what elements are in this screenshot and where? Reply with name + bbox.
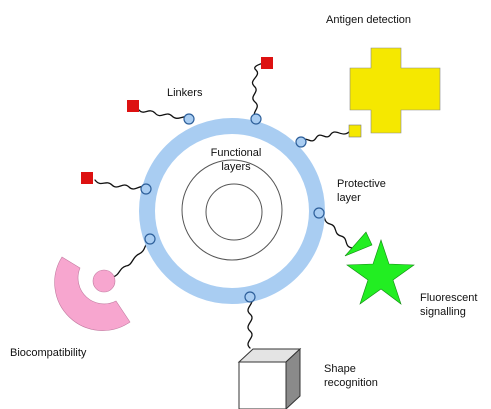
red-square-icon bbox=[127, 100, 139, 112]
red-square-icon bbox=[81, 172, 93, 184]
anchor-point bbox=[140, 183, 152, 195]
anchor-point bbox=[313, 207, 325, 219]
linker-bottom bbox=[247, 296, 253, 349]
functional-layer-inner bbox=[205, 183, 263, 241]
pink-crescent-icon bbox=[54, 256, 131, 331]
functional-layers-label: Functional layers bbox=[201, 146, 271, 174]
fluorescent-line1: Fluorescent bbox=[420, 292, 478, 304]
green-wedge-icon bbox=[344, 231, 373, 257]
anchor-points bbox=[140, 113, 325, 303]
fluorescent-signalling-label: Fluorescent signalling bbox=[420, 291, 477, 319]
yellow-cross-icon bbox=[349, 47, 441, 134]
anchor-point bbox=[244, 291, 256, 303]
anchor-point bbox=[250, 113, 262, 125]
green-star-icon bbox=[346, 239, 415, 305]
functional-layers-line1: Functional bbox=[210, 147, 262, 159]
anchor-point bbox=[144, 233, 156, 245]
linker-right bbox=[300, 131, 350, 143]
linker-left bbox=[94, 179, 147, 190]
protective-layer-label: Protective layer bbox=[337, 177, 386, 205]
shape-line1: Shape bbox=[324, 363, 356, 375]
antigen-detection-label: Antigen detection bbox=[326, 14, 412, 26]
anchor-point bbox=[295, 136, 307, 148]
yellow-square-icon bbox=[348, 124, 362, 138]
red-square-icon bbox=[261, 57, 273, 69]
functional-layers-line2: layers bbox=[221, 161, 251, 173]
linker-top-left bbox=[138, 109, 190, 119]
pink-bead-icon bbox=[92, 269, 116, 293]
linker-top bbox=[251, 61, 266, 119]
fluorescent-line2: signalling bbox=[420, 306, 466, 318]
linker-lower-left bbox=[112, 238, 151, 278]
shape-line2: recognition bbox=[324, 377, 378, 389]
protective-layer-line1: Protective bbox=[337, 178, 386, 190]
anchor-point bbox=[183, 113, 195, 125]
functional-layer-outer bbox=[181, 159, 283, 261]
protective-layer-line2: layer bbox=[337, 192, 361, 204]
cube-icon bbox=[237, 347, 302, 409]
linkers-label: Linkers bbox=[167, 87, 203, 99]
shape-recognition-label: Shape recognition bbox=[324, 362, 378, 390]
biocompatibility-label: Biocompatibility bbox=[10, 347, 87, 359]
